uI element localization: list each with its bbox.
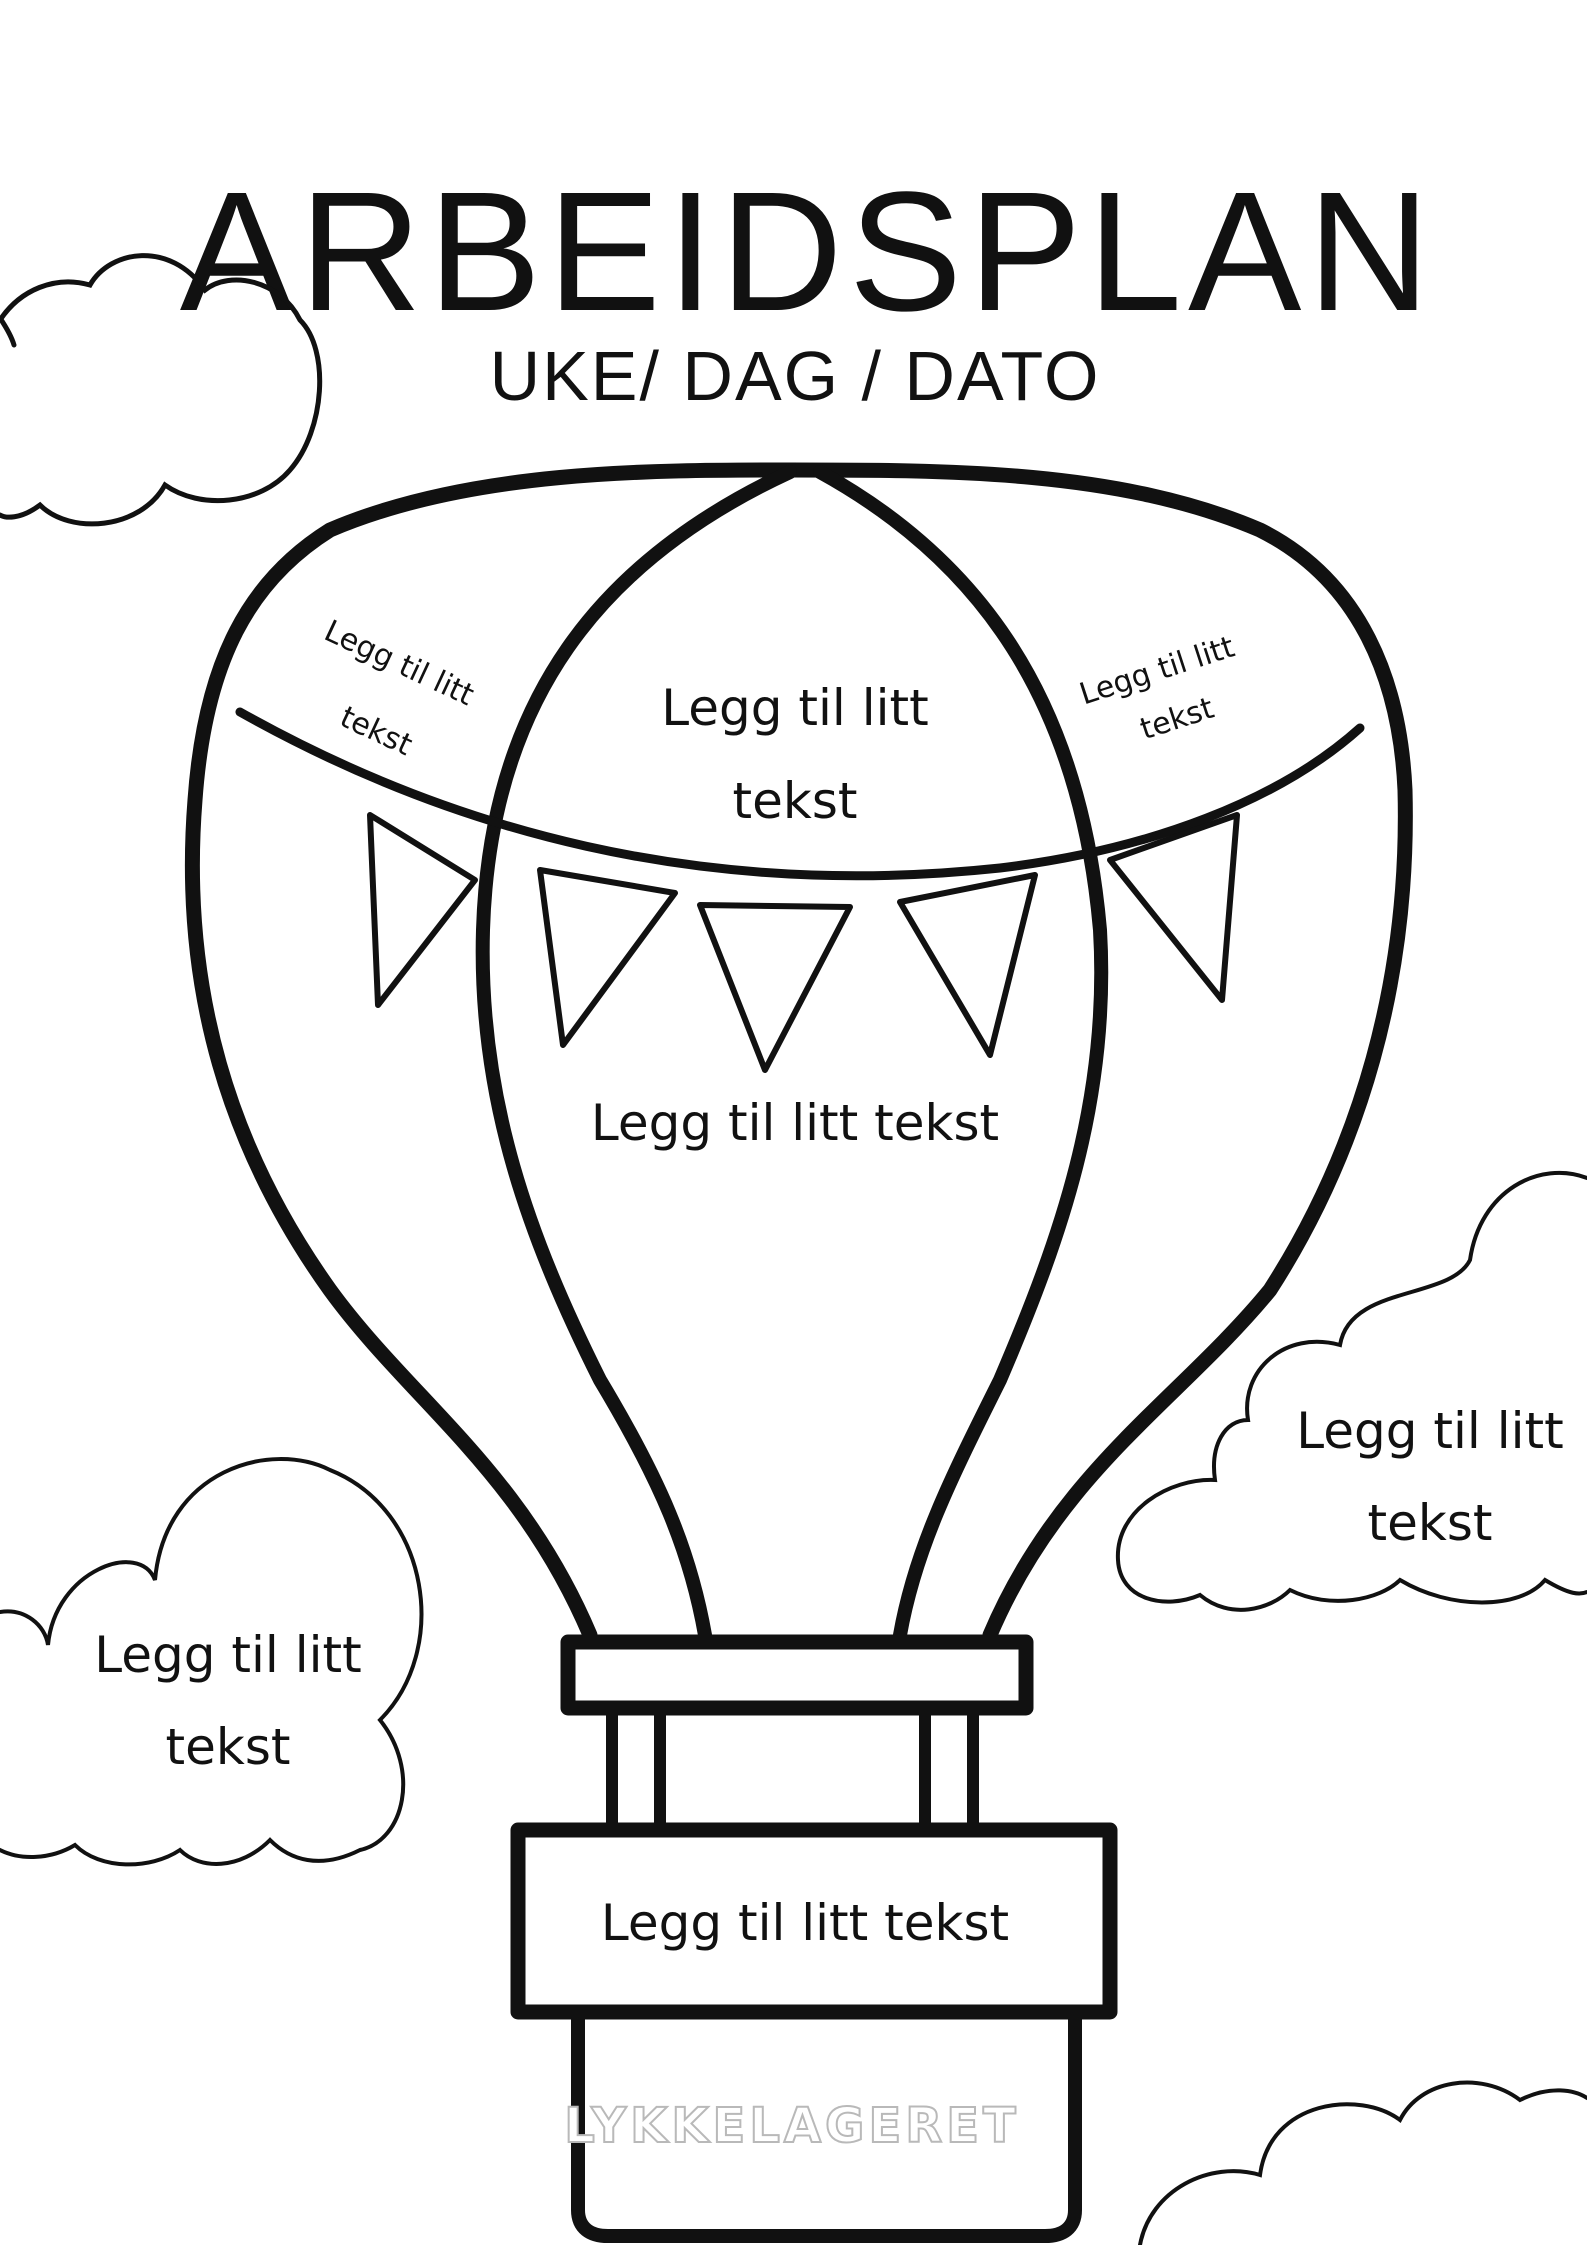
balloon-top-left-text-line1: Legg til litt	[319, 614, 479, 714]
balloon-middle-text: Legg til litt tekst	[591, 1094, 999, 1152]
flag-1	[367, 812, 478, 1008]
balloon-top-right-text-line1: Legg til litt	[1075, 629, 1239, 712]
page-subtitle: UKE/ DAG / DATO	[490, 337, 1101, 415]
cloud-right-icon	[1115, 1170, 1587, 1612]
cloud-bottom-right-icon	[1138, 2080, 1587, 2247]
balloon-top-center-text-line1: Legg til litt	[661, 679, 928, 737]
flag-4	[897, 872, 1038, 1058]
balloon-gore-right	[813, 465, 1109, 1642]
basket-label-band	[510, 1822, 1118, 2020]
cloud-right-text-line2: tekst	[1368, 1494, 1493, 1552]
balloon-top-left-text-line2: tekst	[335, 700, 418, 764]
balloon-top-right-text-line2: tekst	[1136, 691, 1218, 748]
cloud-top-left-icon	[0, 253, 323, 527]
bunting-flags	[367, 812, 1240, 1073]
balloon-top-center-text-line2: tekst	[733, 772, 858, 830]
basket-body	[571, 2010, 1082, 2243]
flag-3	[697, 902, 853, 1073]
basket-label-text: Legg til litt tekst	[601, 1894, 1009, 1952]
basket-ropes	[606, 1710, 979, 1830]
balloon-gore-left	[475, 465, 797, 1642]
cloud-left-text-line1: Legg til litt	[94, 1626, 361, 1684]
cloud-left-text-line2: tekst	[166, 1718, 291, 1776]
brand-logo: LYKKELAGERET	[564, 2098, 1019, 2154]
basket-top-band	[560, 1634, 1034, 1716]
flag-2	[537, 867, 678, 1048]
bunting-rope	[235, 707, 1365, 881]
cloud-right-text-line1: Legg til litt	[1296, 1402, 1563, 1460]
flag-5	[1107, 812, 1240, 1003]
page-title: ARBEIDSPLAN	[180, 157, 1436, 347]
cloud-left-icon	[0, 1457, 424, 1867]
